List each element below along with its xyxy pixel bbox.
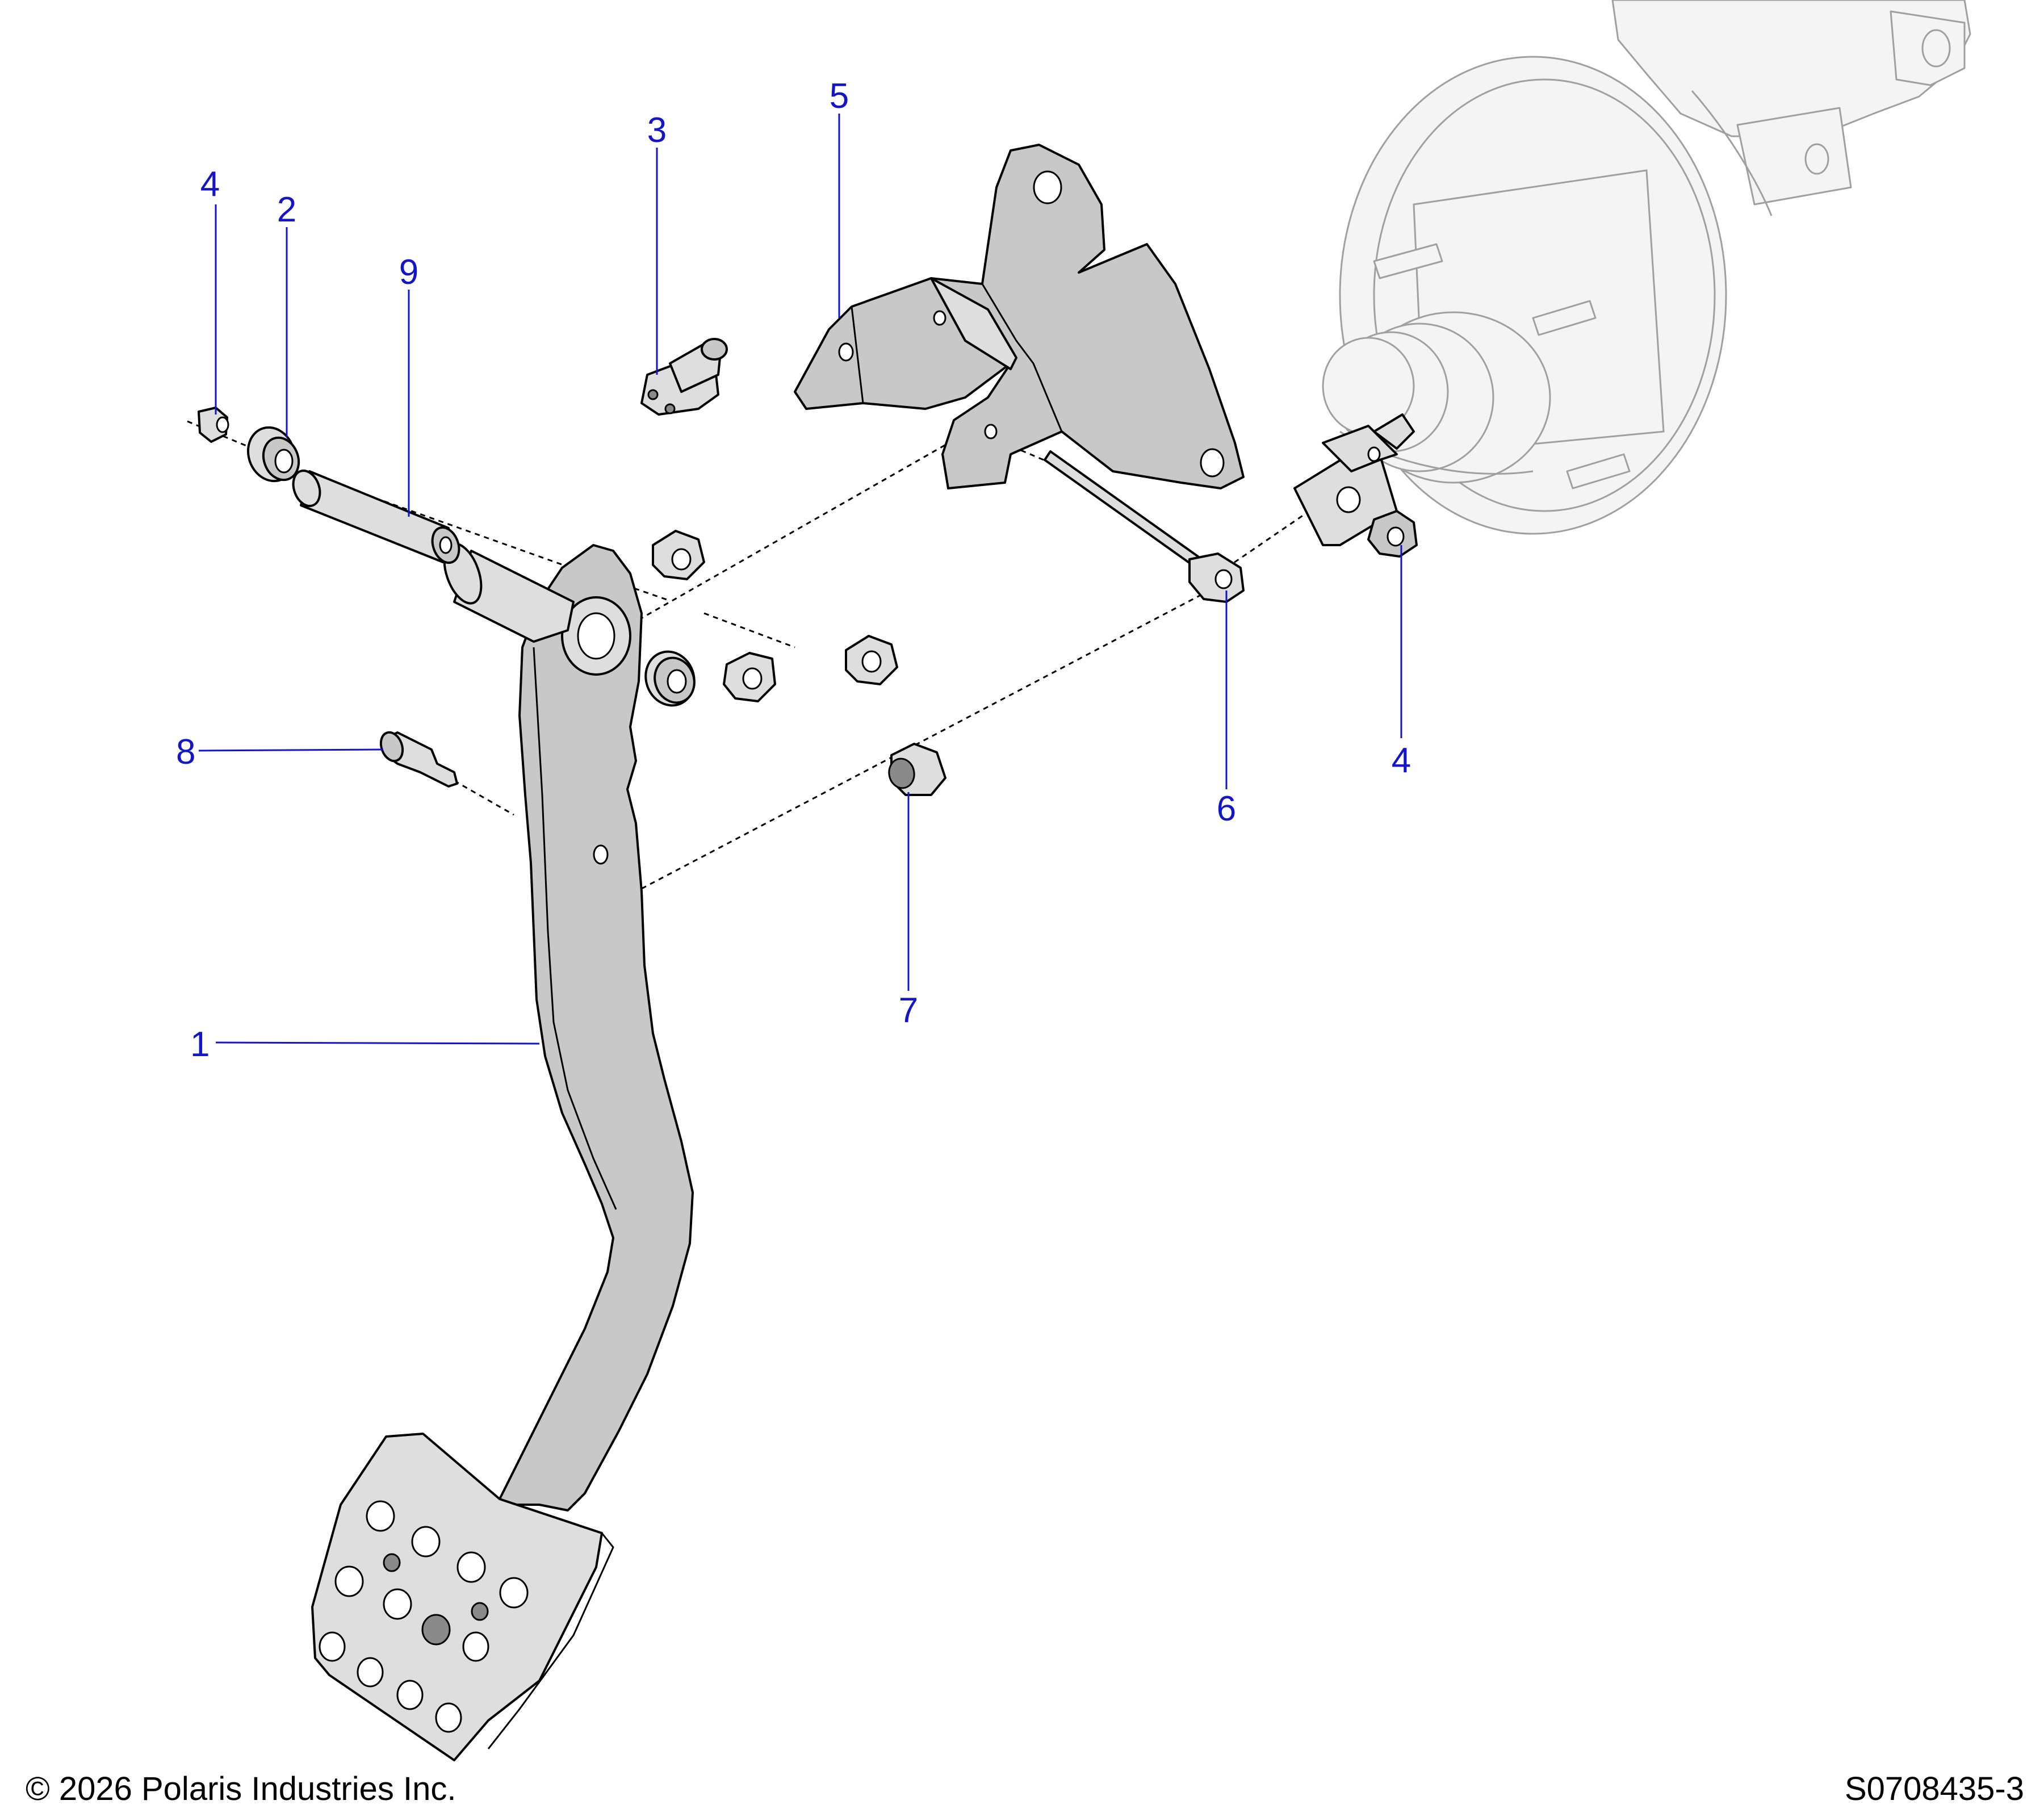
callout-8: 8 [176, 732, 195, 772]
copyright-notice: © 2026 Polaris Industries Inc. [26, 1770, 456, 1807]
callout-5: 5 [830, 77, 849, 116]
long-bolt [1044, 450, 1245, 603]
flanged-bushing-left [246, 426, 300, 483]
nut-middle-center [723, 652, 776, 702]
leader-lines [198, 114, 1402, 1045]
nut-right [1367, 510, 1418, 558]
pivot-sleeve [292, 470, 460, 564]
callout-7: 7 [899, 991, 918, 1030]
shoulder-bolt-top [640, 338, 728, 416]
drawing-number: S0708435-3 [1845, 1770, 2024, 1807]
nut-middle-right [845, 635, 898, 685]
callout-6: 6 [1217, 789, 1236, 828]
callout-numbers: 1 2 3 4 4 5 6 7 8 9 [176, 77, 1411, 1064]
callout-1: 1 [190, 1025, 210, 1064]
clevis-yoke [1293, 413, 1415, 546]
brake-booster-ghost [1322, 0, 1971, 535]
assembly-lines [187, 420, 1392, 890]
pedal-pad-holes [319, 1500, 529, 1733]
callout-4-left: 4 [200, 165, 220, 204]
callout-9: 9 [399, 253, 418, 292]
nut-upper-center [652, 530, 705, 580]
mounting-bracket [794, 144, 1245, 489]
nut-left [198, 407, 229, 443]
flat-washer [644, 650, 696, 707]
clevis-pin [379, 731, 458, 788]
brake-pedal-pad [311, 1433, 614, 1761]
lock-nut [888, 743, 946, 796]
callout-3: 3 [647, 111, 667, 150]
callout-4-right: 4 [1392, 741, 1411, 780]
brake-pedal-arm [499, 544, 694, 1512]
callout-2: 2 [277, 190, 296, 229]
